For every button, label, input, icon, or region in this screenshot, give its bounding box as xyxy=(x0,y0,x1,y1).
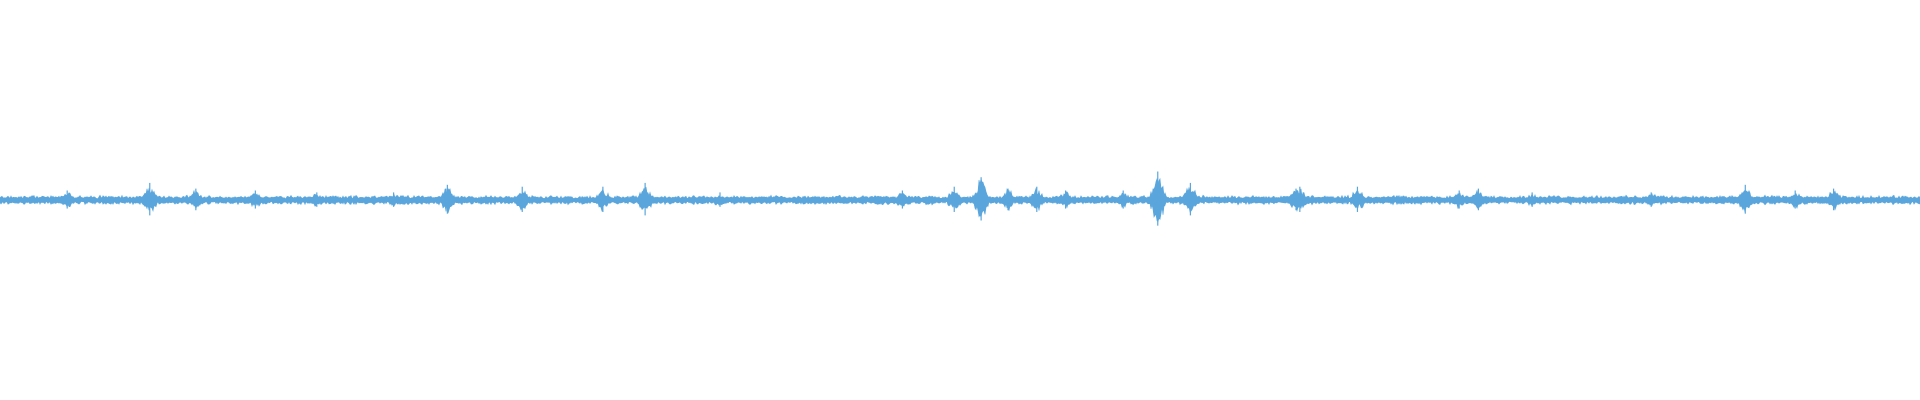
waveform-series xyxy=(0,171,1920,226)
waveform-envelope xyxy=(0,177,1920,223)
